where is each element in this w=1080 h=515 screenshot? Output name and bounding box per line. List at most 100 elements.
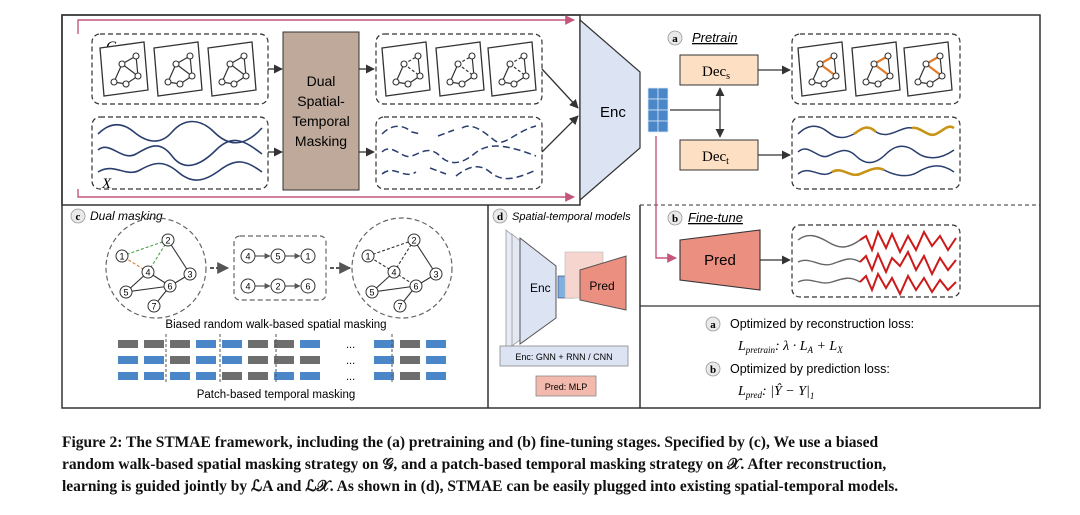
walk-node-label: 4 bbox=[245, 252, 250, 262]
graph-node bbox=[470, 72, 478, 80]
badge-d-letter: d bbox=[497, 211, 503, 223]
graph-node bbox=[163, 279, 177, 293]
snapshot-frame bbox=[381, 41, 431, 97]
enc-note: Enc: GNN + RNN / CNN bbox=[515, 352, 612, 362]
snapshot-frame bbox=[99, 41, 149, 97]
history-signal-line bbox=[797, 234, 861, 248]
badge-a bbox=[667, 30, 683, 46]
dec-s-label: Decs bbox=[702, 64, 730, 82]
recon-graph-snapshot bbox=[851, 41, 901, 97]
graph-node bbox=[510, 80, 518, 88]
graph-node bbox=[522, 72, 530, 80]
recon-signal-highlight bbox=[853, 126, 877, 136]
temporal-patch bbox=[374, 356, 394, 364]
snapshot-frame bbox=[435, 41, 485, 97]
graph-node bbox=[454, 60, 462, 68]
pred-note-box bbox=[535, 375, 597, 397]
graph-node bbox=[938, 72, 946, 80]
latent-cell bbox=[647, 109, 659, 122]
caption-line-3: learning is guided jointly by ℒA and ℒ𝒳.… bbox=[62, 478, 899, 495]
mini-enc-label: Enc bbox=[530, 281, 551, 295]
walk-node bbox=[300, 278, 316, 294]
prediction-output-group bbox=[791, 224, 961, 298]
temporal-patch-grid: ......... bbox=[118, 334, 446, 383]
recon-signal-highlight bbox=[911, 125, 955, 137]
graph-node bbox=[164, 78, 172, 86]
walk-node-label: 5 bbox=[275, 252, 280, 262]
forecast-signal-line bbox=[859, 249, 957, 277]
signal-input-group bbox=[91, 116, 269, 190]
graph-node bbox=[407, 233, 421, 247]
graph-node-label: 7 bbox=[397, 302, 402, 312]
temporal-patch bbox=[274, 372, 294, 380]
patch-ellipsis: ... bbox=[346, 371, 355, 383]
temporal-patch bbox=[300, 340, 320, 348]
masked-graph-snapshot bbox=[435, 41, 485, 97]
graph-node bbox=[520, 52, 528, 60]
loss-a-text: Optimized by reconstruction loss: bbox=[730, 317, 914, 331]
latent-cell bbox=[657, 120, 669, 133]
snapshot-frame bbox=[153, 41, 203, 97]
caption-line-1: Figure 2: The STMAE framework, including… bbox=[62, 434, 879, 451]
graph-node bbox=[240, 52, 248, 60]
finetune-title: Fine-tune bbox=[688, 210, 743, 225]
latent-cell bbox=[657, 98, 669, 111]
pretrain-title: Pretrain bbox=[692, 30, 738, 45]
loss-badge-a bbox=[705, 316, 721, 332]
dual-masking-line-2: Spatial- bbox=[297, 93, 345, 109]
latent-cell bbox=[647, 120, 659, 133]
temporal-patch bbox=[170, 372, 190, 380]
graph-node bbox=[886, 72, 894, 80]
dec-t-label: Dect bbox=[702, 149, 729, 167]
masked-graph-snapshot bbox=[381, 41, 431, 97]
graph-node bbox=[820, 80, 828, 88]
encoder-block bbox=[579, 18, 641, 202]
graph-node bbox=[147, 299, 161, 313]
badge-c-letter: c bbox=[76, 211, 81, 223]
graph-node bbox=[404, 80, 412, 88]
dual-masking-title: Dual masking bbox=[90, 209, 163, 223]
label-x: X bbox=[101, 176, 112, 192]
latent-representation-grid bbox=[647, 87, 669, 133]
graph-node bbox=[119, 285, 133, 299]
graph-node-label: 3 bbox=[187, 270, 192, 280]
masked-signal-line bbox=[381, 145, 537, 164]
temporal-patch bbox=[118, 356, 138, 364]
encoder-label: Enc bbox=[600, 104, 626, 121]
masked-signal-line bbox=[381, 166, 537, 180]
graph-node bbox=[808, 78, 816, 86]
temporal-patch bbox=[300, 356, 320, 364]
latent-cell bbox=[647, 87, 659, 100]
graph-node-label: 1 bbox=[119, 252, 124, 262]
graph-node-label: 4 bbox=[391, 268, 396, 278]
graph-snapshot bbox=[207, 41, 257, 97]
graph-node bbox=[409, 279, 423, 293]
temporal-patch bbox=[170, 356, 190, 364]
graph-node bbox=[226, 60, 234, 68]
history-signal-line bbox=[797, 277, 861, 284]
graph-node bbox=[393, 299, 407, 313]
random-walk-box bbox=[233, 235, 327, 301]
temporal-patch bbox=[196, 356, 216, 364]
graph-node bbox=[832, 72, 840, 80]
signal-line bbox=[97, 120, 263, 144]
arrow-masked-signal-to-enc bbox=[541, 115, 579, 153]
graph-node-label: 3 bbox=[433, 270, 438, 280]
recon-signal-group bbox=[791, 116, 961, 190]
graph-node bbox=[446, 78, 454, 86]
graph-node bbox=[242, 72, 250, 80]
graph-node bbox=[870, 60, 878, 68]
temporal-patch bbox=[400, 356, 420, 364]
graph-node bbox=[884, 52, 892, 60]
graph-node bbox=[361, 249, 375, 263]
graph-node bbox=[926, 80, 934, 88]
graph-node-label: 6 bbox=[413, 282, 418, 292]
masked-graph-circle bbox=[351, 217, 453, 319]
graph-node-label: 5 bbox=[123, 288, 128, 298]
walk-node-label: 2 bbox=[275, 282, 280, 292]
temporal-patch bbox=[222, 356, 242, 364]
graph-node-label: 1 bbox=[365, 252, 370, 262]
graph-input-group bbox=[91, 33, 269, 105]
